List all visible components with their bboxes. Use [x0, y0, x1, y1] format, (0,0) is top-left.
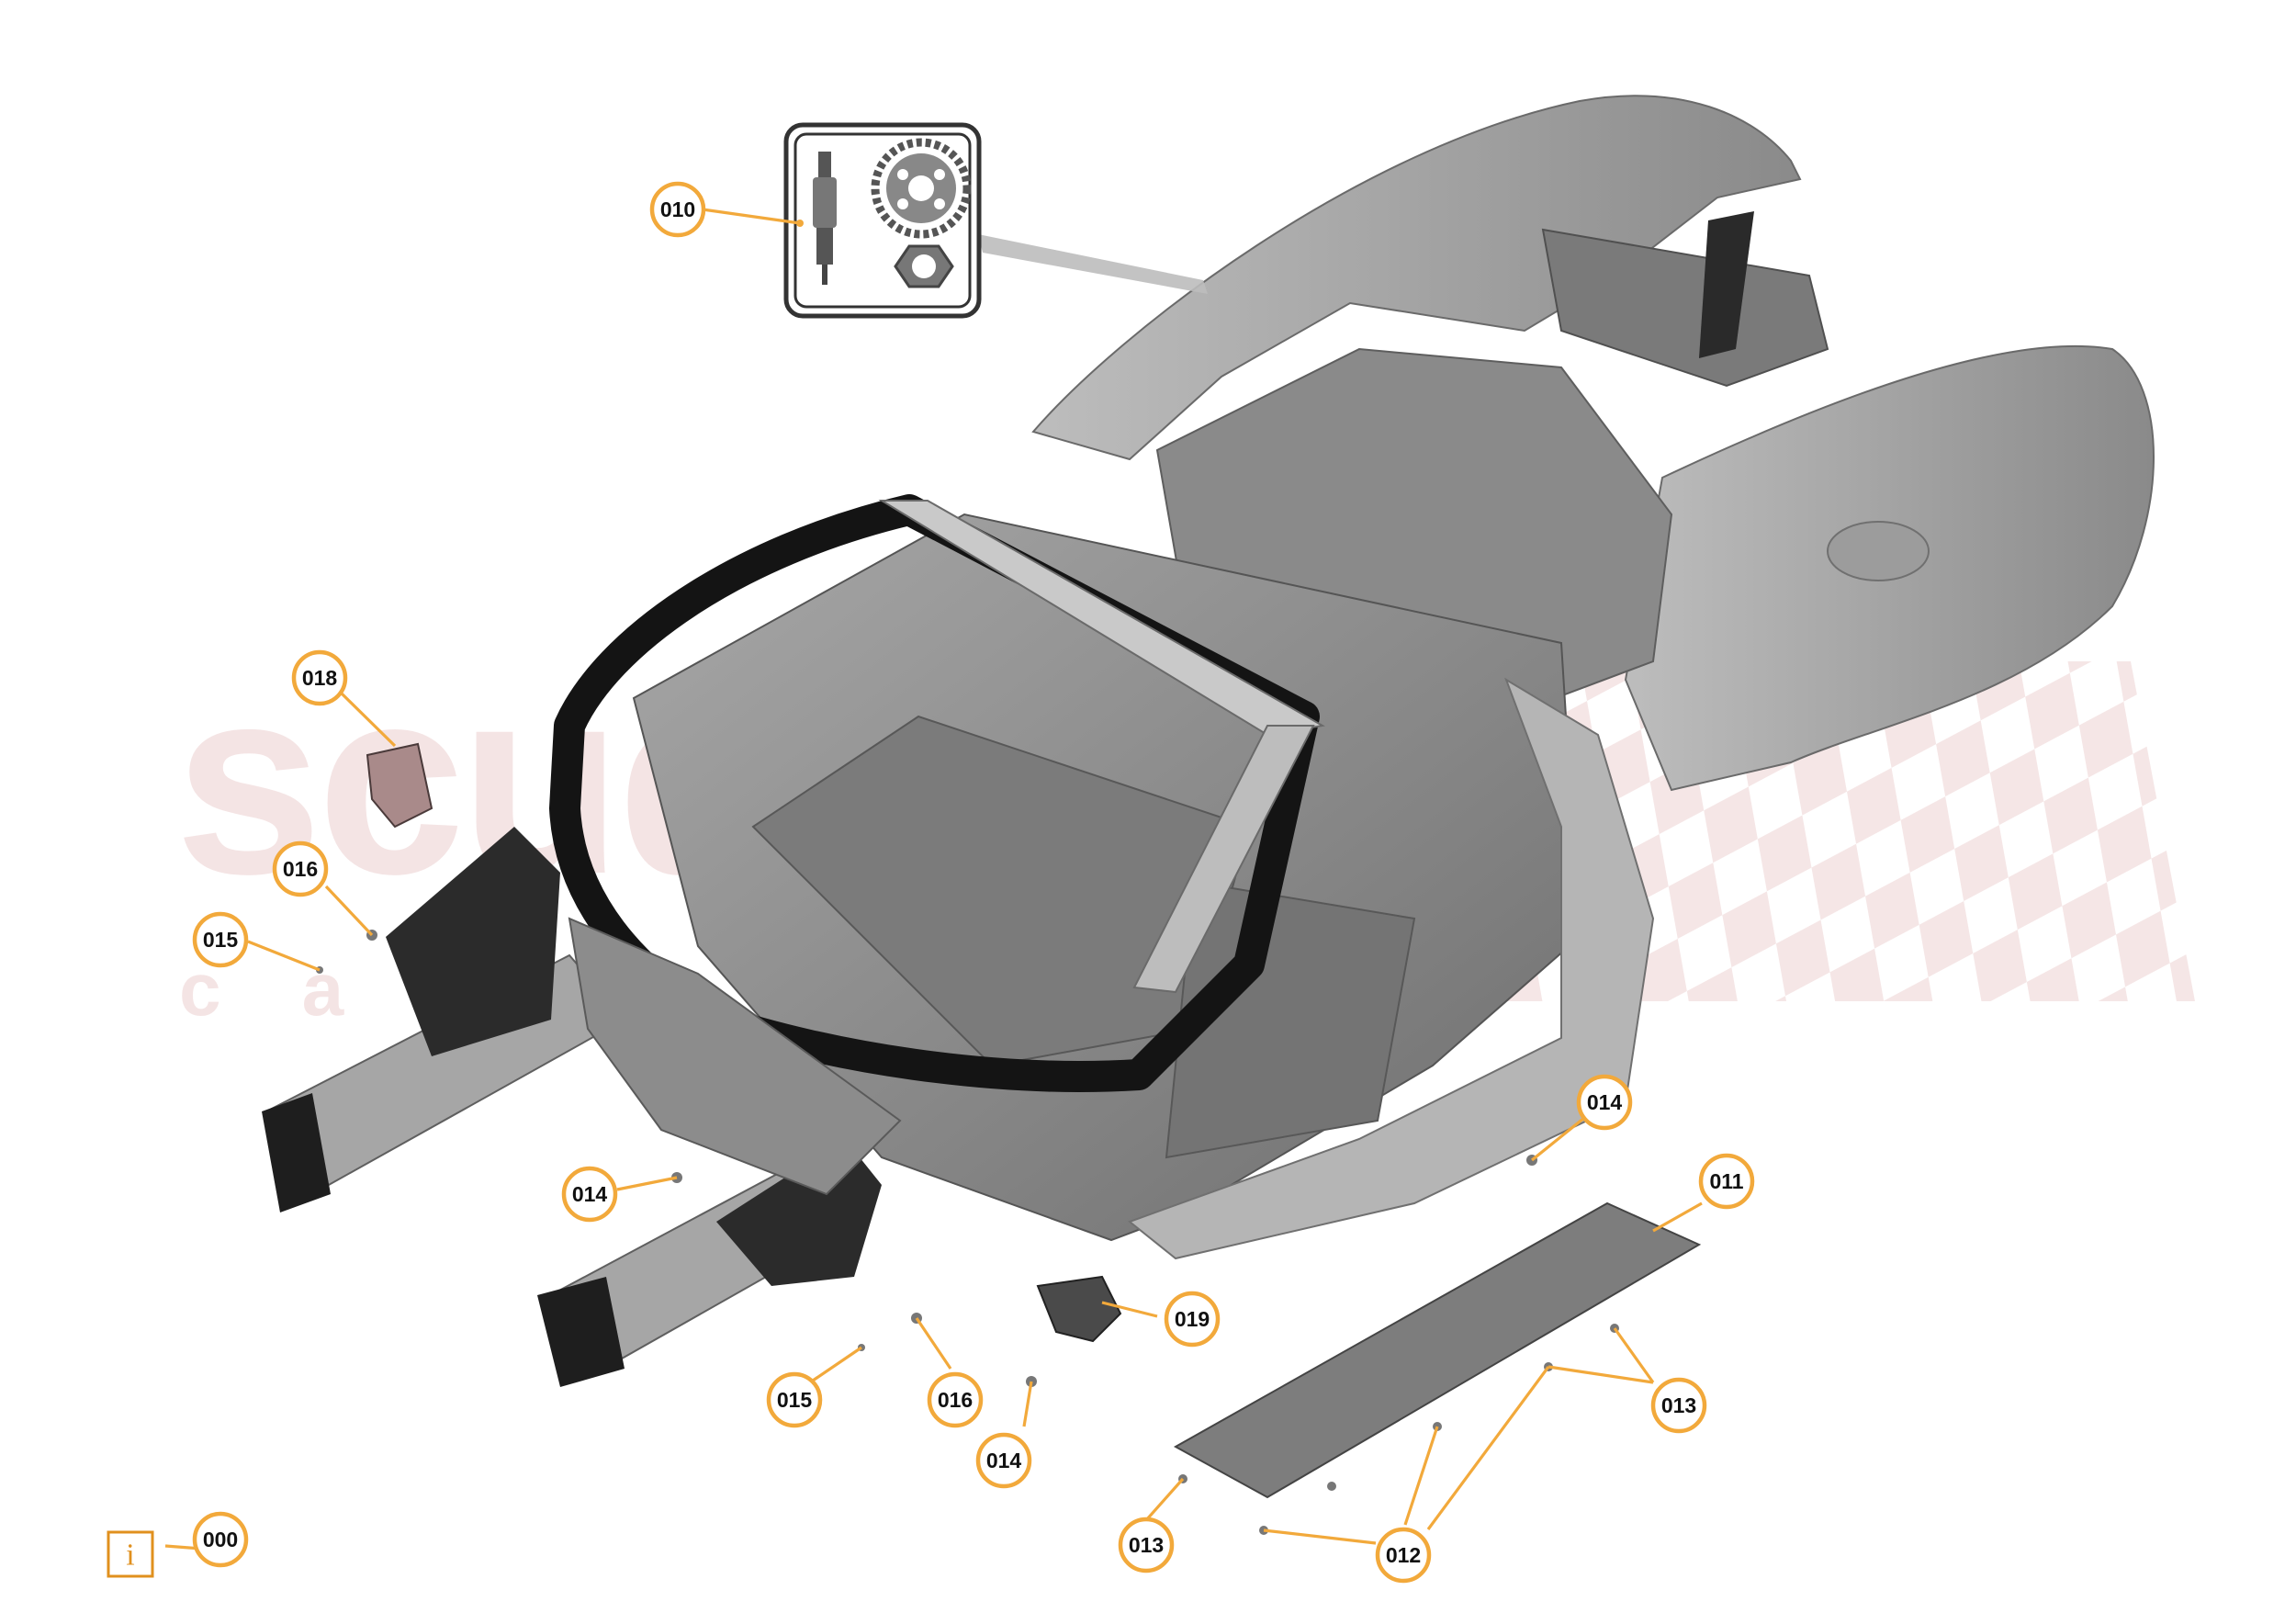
svg-text:019: 019 [1175, 1307, 1210, 1331]
callout-012[interactable]: 012 [1375, 1527, 1432, 1584]
svg-text:011: 011 [1709, 1169, 1743, 1193]
mount-019[interactable] [1036, 1275, 1122, 1343]
undertray-panel[interactable] [1173, 1201, 1702, 1499]
callout-013[interactable]: 013 [1118, 1517, 1175, 1573]
callout-016[interactable]: 016 [927, 1371, 984, 1428]
callout-015[interactable]: 015 [766, 1371, 823, 1428]
callout-010[interactable]: 010 [649, 181, 706, 238]
callout-014[interactable]: 014 [975, 1432, 1032, 1489]
info-icon: i [126, 1539, 134, 1573]
callout-013[interactable]: 013 [1650, 1377, 1707, 1434]
info-button[interactable]: i 000 [107, 1511, 249, 1578]
svg-text:018: 018 [302, 666, 338, 690]
svg-text:013: 013 [1661, 1393, 1696, 1417]
svg-text:014: 014 [986, 1449, 1022, 1472]
callout-011[interactable]: 011 [1698, 1153, 1755, 1210]
svg-text:015: 015 [777, 1388, 813, 1412]
svg-text:014: 014 [572, 1182, 608, 1206]
callout-015[interactable]: 015 [192, 911, 249, 968]
svg-text:016: 016 [283, 857, 318, 881]
tools-hardware-icon [813, 138, 972, 288]
svg-text:016: 016 [938, 1388, 973, 1412]
callout-019[interactable]: 019 [1164, 1291, 1221, 1348]
hardware-inset[interactable] [783, 122, 1208, 319]
vehicle-body-structure [262, 95, 2155, 1387]
svg-text:014: 014 [1587, 1090, 1623, 1114]
callout-016[interactable]: 016 [272, 840, 329, 897]
info-label: 000 [203, 1528, 238, 1551]
callout-018[interactable]: 018 [291, 649, 348, 706]
callouts: 010 018 016 015 014 014 011 019 015 016 … [192, 181, 1755, 1584]
svg-text:010: 010 [660, 197, 695, 221]
callout-014[interactable]: 014 [1576, 1074, 1633, 1131]
leader-lines [164, 208, 1703, 1552]
svg-text:015: 015 [203, 928, 239, 952]
callout-014[interactable]: 014 [561, 1166, 618, 1223]
bracket-018[interactable] [366, 742, 433, 829]
svg-text:012: 012 [1386, 1543, 1421, 1567]
svg-text:013: 013 [1129, 1533, 1164, 1557]
